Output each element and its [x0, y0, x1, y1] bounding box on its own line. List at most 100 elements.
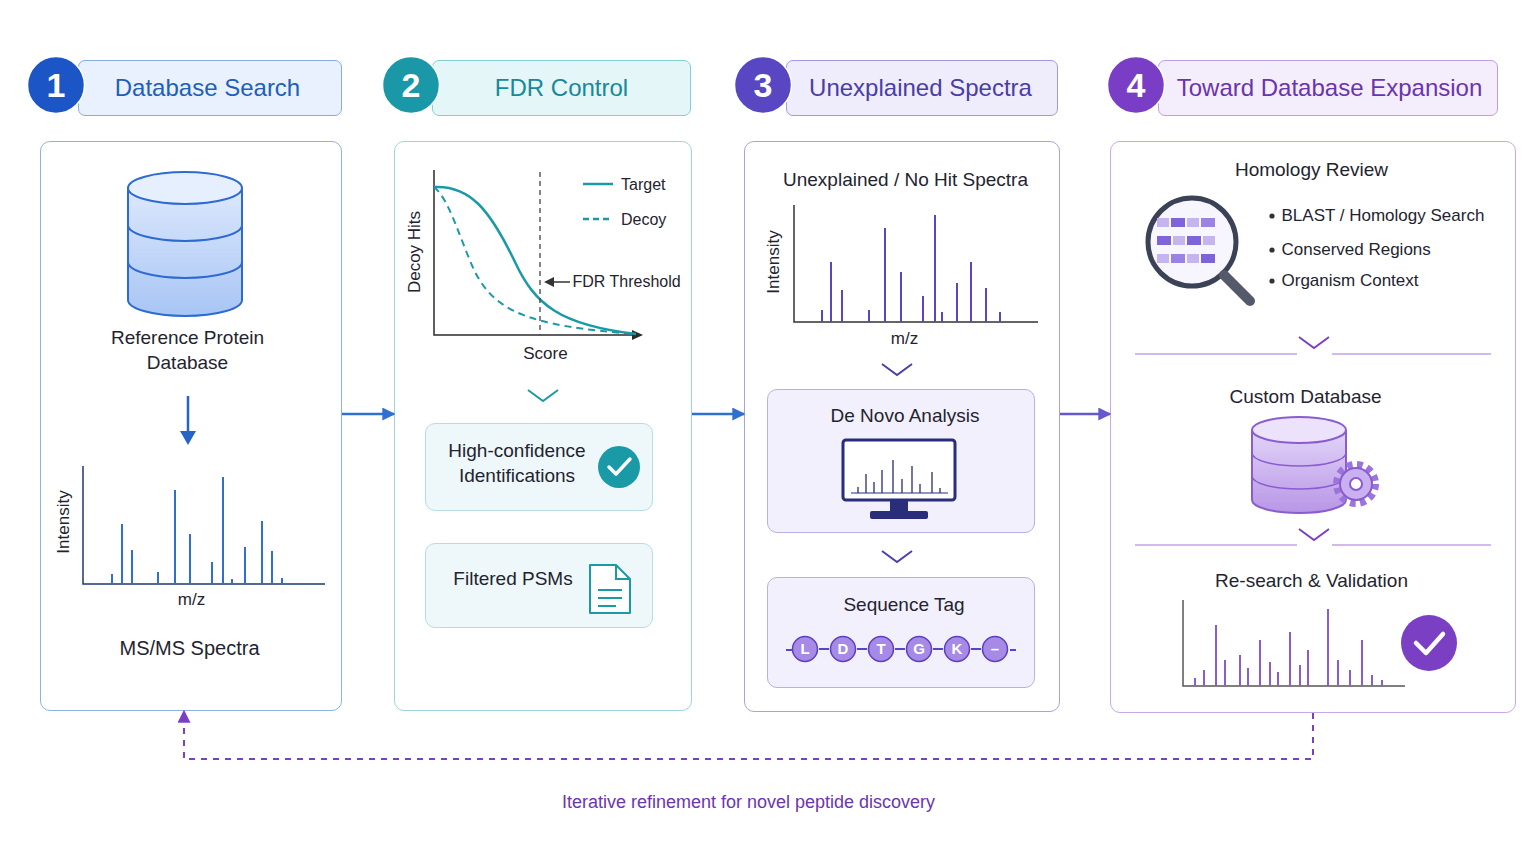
step-header: Database Search — [78, 60, 342, 116]
spectrum-axes — [83, 466, 325, 584]
grid-cell — [1187, 254, 1199, 263]
grid-cell — [1157, 218, 1169, 227]
analysis-box-text: Sequence Tag — [804, 592, 1004, 617]
monitor-peaks — [858, 460, 940, 493]
stage-panel: De Novo AnalysisLDTGK– Sequence Tag Unexpl… — [744, 141, 1060, 712]
step-header: Unexplained Spectra — [786, 60, 1058, 116]
bullet-dot — [1269, 213, 1274, 218]
document-lines — [598, 565, 630, 606]
flow-connector — [895, 648, 905, 650]
monitor-axis — [851, 492, 948, 493]
stage-panel-text: Intensity — [763, 207, 785, 317]
flow-connector — [692, 413, 744, 416]
step-header: Toward Database Expansion — [1158, 60, 1498, 116]
spectrum-axes — [794, 205, 1038, 322]
section-divider — [1135, 353, 1491, 355]
residue-circle-text: – — [981, 639, 1009, 659]
stage-panel-text: BLAST / Homology Search — [1282, 205, 1512, 227]
residue-circle: L — [791, 635, 819, 663]
grid-cell — [1171, 254, 1185, 263]
spectrum-peaks — [112, 477, 282, 584]
flow-chevron — [1299, 337, 1329, 348]
bullet-dot — [1269, 278, 1274, 283]
step-number-text: 2 — [381, 63, 441, 107]
spectrum-axes — [1183, 600, 1405, 686]
stage-panel-text: FDR Threshold — [573, 271, 703, 292]
step-header-text: Toward Database Expansion — [1165, 72, 1495, 103]
step-header-text: FDR Control — [442, 72, 682, 103]
section-divider — [1135, 544, 1491, 546]
analysis-box-text: De Novo Analysis — [785, 403, 1025, 428]
residue-circle: T — [867, 635, 895, 663]
step-number-text: 4 — [1106, 63, 1166, 107]
grid-cell — [1201, 254, 1215, 263]
spectrum-peaks — [822, 215, 1000, 322]
chart-axes — [434, 170, 636, 335]
legend-line — [583, 218, 613, 221]
flow-connector — [971, 648, 981, 650]
residue-circle-text: T — [867, 639, 895, 659]
residue-circle: D — [829, 635, 857, 663]
monitor-stand — [890, 500, 908, 512]
residue-circle-text: D — [829, 639, 857, 659]
magnifier-handle — [1224, 275, 1250, 301]
stage-panel-text: Unexplained / No Hit Spectra — [761, 167, 1051, 192]
step-number: 1 — [26, 55, 86, 115]
stage-panel-text: Conserved Regions — [1282, 239, 1512, 261]
stage-panel-text: Custom Database — [1186, 384, 1426, 409]
result-box-text: Filtered PSMs — [433, 566, 593, 591]
step-number-text: 3 — [733, 63, 793, 107]
step-number: 4 — [1106, 55, 1166, 115]
result-box-text: High-confidence Identifications — [430, 438, 605, 488]
database-band — [128, 225, 242, 278]
flow-connector — [342, 413, 394, 416]
step-number: 2 — [381, 55, 441, 115]
gear-body — [1340, 468, 1372, 500]
feedback-arrow — [184, 711, 1313, 759]
flow-chevron — [1299, 529, 1329, 540]
database-band — [1252, 453, 1346, 489]
result-box: Filtered PSMs — [425, 543, 653, 628]
monitor-screen — [843, 440, 955, 500]
decoy-curve — [434, 187, 636, 334]
document-icon — [590, 565, 630, 613]
stage-panel-text: m/z — [875, 328, 935, 350]
stage-panel-text: Intensity — [53, 467, 75, 577]
grid-cell — [1157, 254, 1169, 263]
threshold-line — [539, 172, 540, 335]
stage-panel: Reference Protein DatabaseIntensity m/zMS… — [40, 141, 342, 711]
stage-panel-text: MS/MS Spectra — [80, 635, 300, 661]
database-body — [128, 188, 242, 316]
residue-circle-text: G — [905, 639, 933, 659]
tag-line-end — [786, 649, 792, 651]
residue-circle: G — [905, 635, 933, 663]
edge-label: Iterative refinement for novel peptide d… — [449, 791, 1049, 814]
check-badge — [1401, 615, 1457, 671]
step-number: 3 — [733, 55, 793, 115]
monitor-base — [870, 511, 928, 519]
spectrum-peaks — [1195, 609, 1382, 686]
flow-connector — [1060, 413, 1110, 416]
analysis-box: LDTGK– Sequence Tag — [767, 577, 1035, 688]
pointer-line — [552, 281, 570, 283]
residue-circle-text: L — [791, 639, 819, 659]
step-header-text: Unexplained Spectra — [790, 72, 1052, 103]
result-box: High-confidence Identifications — [425, 423, 653, 511]
tag-line-end — [1010, 649, 1016, 651]
flow-chevron — [882, 551, 912, 562]
analysis-box: De Novo Analysis — [767, 389, 1035, 533]
check-badge — [598, 446, 640, 488]
stage-panel: High-confidence IdentificationsFiltered … — [394, 141, 692, 711]
step-header: FDR Control — [432, 60, 691, 116]
step-header-text: Database Search — [83, 72, 333, 103]
stage-panel-text: Reference Protein Database — [105, 325, 270, 375]
residue-circle: K — [943, 635, 971, 663]
target-curve — [434, 187, 636, 334]
stage-panel-text: m/z — [162, 589, 222, 611]
stage-panel-text: Score — [506, 343, 586, 365]
flow-connector — [933, 648, 943, 650]
check-mark — [609, 459, 630, 474]
database-top — [1252, 417, 1346, 443]
stage-panel-text: Re-search & Validation — [1172, 568, 1452, 593]
residue-circle-text: K — [943, 639, 971, 659]
